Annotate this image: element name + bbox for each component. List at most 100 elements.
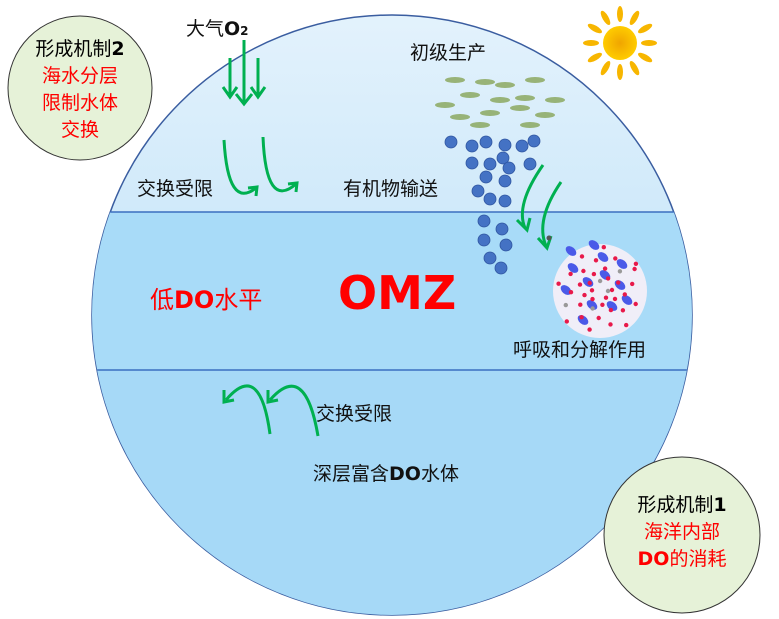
bacterium — [586, 300, 598, 310]
plankton — [445, 77, 465, 83]
respiration-label: 呼吸和分解作用 — [513, 339, 647, 361]
organic-particle — [477, 214, 491, 228]
microbe-dot — [568, 290, 574, 295]
microbes-icon — [556, 240, 639, 332]
organic-particle — [495, 222, 509, 236]
organic-particles — [444, 134, 552, 275]
plankton — [460, 92, 480, 98]
microbe-dot — [609, 287, 615, 293]
particle-small — [546, 235, 552, 241]
microbe-dot — [602, 266, 608, 271]
microbe-dot — [620, 308, 626, 313]
mechanism2-text: 形成机制2 海水分层 限制水体 交换 — [35, 38, 125, 141]
microbe-dot — [563, 302, 568, 308]
microbe-dot — [632, 266, 637, 272]
sun-ray — [600, 61, 611, 76]
microbe-dot — [613, 256, 618, 261]
bacterium — [621, 295, 633, 305]
exchange-limited-top-label: 交换受限 — [137, 178, 214, 200]
microbe-dot — [616, 280, 621, 285]
bacterium — [560, 285, 572, 295]
organic-particle — [494, 261, 508, 275]
plankton — [510, 105, 530, 111]
bacterium — [597, 252, 609, 262]
bacterium — [588, 240, 600, 250]
sun-ray — [587, 23, 602, 34]
plankton — [450, 114, 470, 120]
microbe-dot — [593, 258, 599, 263]
sun-ray — [583, 40, 599, 46]
omz-label: OMZ — [338, 266, 457, 320]
plankton — [535, 112, 555, 118]
plankton — [480, 110, 500, 116]
organic-particle — [465, 156, 479, 170]
organic-particle — [523, 157, 537, 171]
plankton — [515, 95, 535, 101]
microbe-dot — [605, 276, 611, 281]
o2-arrows-icon — [221, 40, 267, 107]
organic-particle — [465, 139, 479, 153]
microbe-dot — [596, 315, 601, 321]
bacterium — [606, 301, 618, 311]
mechanism2-bubble — [7, 15, 153, 161]
mechanism1-bubble — [603, 456, 761, 614]
bacterium — [616, 259, 628, 269]
microbe-dot — [624, 322, 629, 328]
sun-ray — [600, 10, 611, 25]
exchange-arrows-bottom-icon — [222, 384, 320, 437]
microbe-dot — [578, 302, 583, 307]
microbe-dot — [612, 296, 618, 302]
plankton — [435, 102, 455, 108]
organic-particle — [515, 139, 529, 153]
microbe-dot — [587, 327, 592, 332]
sun-ray — [629, 10, 640, 25]
microbe-dot — [605, 288, 611, 294]
organic-particle — [498, 138, 512, 152]
sun-ray — [629, 61, 640, 76]
microbe-dot — [601, 245, 606, 250]
plankton — [490, 97, 510, 103]
microbe-dot — [590, 306, 595, 311]
microbe-dot — [633, 261, 639, 266]
atmosphere-label: 大气O2 — [186, 18, 249, 40]
microbe-dot — [577, 282, 583, 287]
microbe-dot — [608, 322, 613, 327]
microbe-dot — [564, 319, 569, 324]
organic-particle — [479, 135, 493, 149]
organic-particle — [479, 170, 493, 184]
organic-particle — [477, 233, 491, 247]
plankton — [545, 97, 565, 103]
organic-particle — [527, 134, 541, 148]
microbe-dot — [579, 254, 585, 259]
organic-particle — [498, 174, 512, 188]
bacterium — [567, 263, 579, 273]
microbe-dot — [579, 315, 584, 320]
organic-particle — [496, 151, 510, 165]
sun-ray — [641, 40, 657, 46]
deep-water-label: 深层富含DO水体 — [313, 463, 459, 485]
sun-ray — [587, 52, 602, 63]
microbe-dot — [587, 280, 592, 286]
sun-ray — [617, 64, 623, 80]
sun-ray — [617, 6, 623, 22]
microbe-dot — [597, 278, 603, 284]
microbe-dot — [589, 288, 595, 293]
microbe-dot — [582, 292, 587, 298]
microbe-dot — [617, 269, 623, 274]
microbe-dot — [591, 271, 597, 277]
plankton — [520, 122, 540, 128]
exchange-arrows-top-icon — [222, 136, 299, 197]
microbe-dot — [603, 295, 609, 300]
sun-ray — [638, 23, 653, 34]
microbe-dot — [590, 296, 595, 302]
plankton — [525, 77, 545, 83]
microbe-dot — [633, 301, 638, 307]
plankton — [495, 82, 515, 88]
sun-ray — [638, 52, 653, 63]
exchange-limited-bottom-label: 交换受限 — [316, 403, 393, 425]
bacterium — [565, 246, 577, 256]
organic-particle — [471, 184, 485, 198]
organic-particle — [483, 251, 497, 265]
